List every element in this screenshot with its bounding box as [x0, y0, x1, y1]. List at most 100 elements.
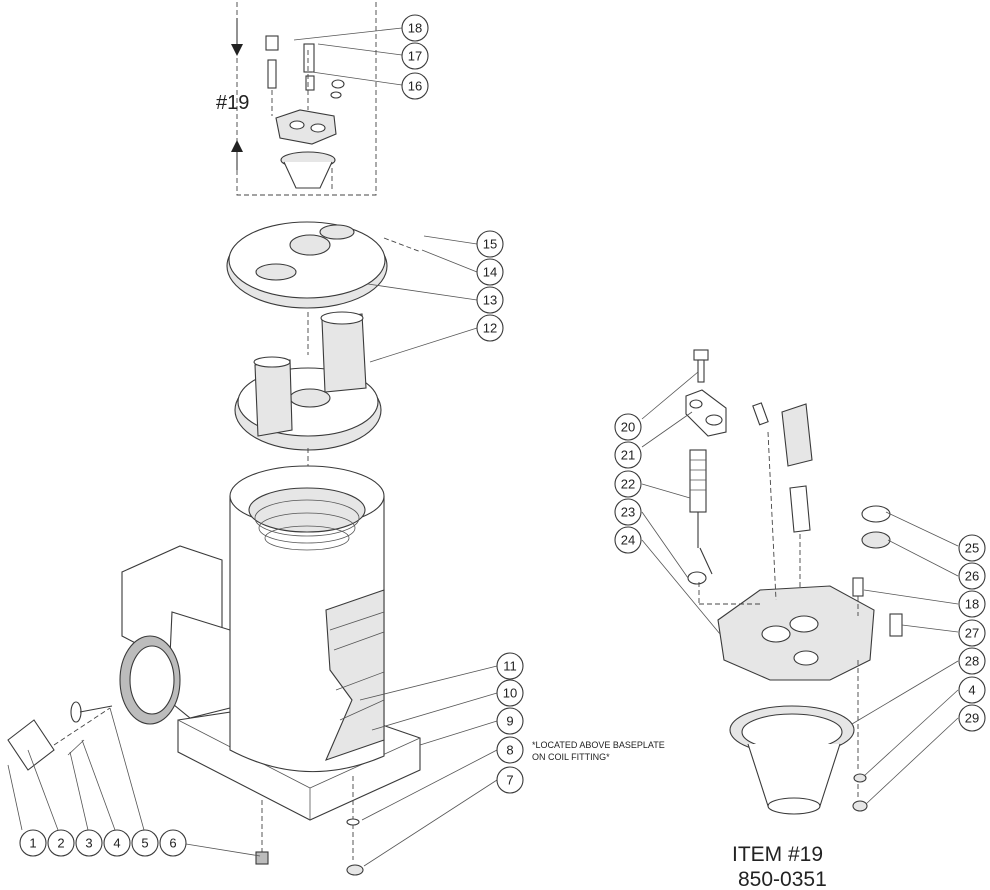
svg-text:4: 4 [113, 836, 120, 851]
callout-leaders [7, 27, 959, 867]
callout-bubble: 22 [614, 470, 642, 498]
item-nut [852, 800, 868, 812]
callout-bubble: 24 [614, 526, 642, 554]
callout-bubble: 25 [958, 534, 986, 562]
lid-screw-leader [383, 237, 422, 253]
inset-bracket [265, 35, 279, 51]
inset-plate-hole [310, 123, 326, 133]
callout-bubble: 16 [401, 72, 429, 100]
callout-bubble: 2 [47, 829, 75, 857]
bottom-nut [346, 864, 364, 876]
callout-bubble: 14 [476, 258, 504, 286]
callout-bubble: 8 [496, 736, 524, 764]
item-screw [693, 349, 709, 361]
electrode-oring [687, 571, 707, 585]
svg-text:5: 5 [141, 836, 148, 851]
callout-bubble: 11 [496, 652, 524, 680]
burner-plate [717, 585, 875, 681]
svg-text:29: 29 [965, 711, 979, 726]
electrode-threads [690, 459, 706, 491]
bolt-18 [852, 577, 864, 597]
blower-inlet-screen [129, 645, 175, 715]
sight-disc [861, 531, 891, 549]
svg-text:21: 21 [621, 448, 635, 463]
combustion-cone-bottom [767, 797, 821, 815]
inset-label: #19 [216, 92, 249, 114]
inset-filter [303, 43, 315, 73]
svg-text:1: 1 [29, 836, 36, 851]
callout-bubble: 7 [496, 766, 524, 794]
callout-bubble: 4 [103, 829, 131, 857]
svg-text:17: 17 [408, 49, 422, 64]
callout-bubble: 20 [614, 413, 642, 441]
svg-text:9: 9 [506, 714, 513, 729]
screw-part [67, 739, 85, 756]
item-screw-shank [697, 359, 705, 383]
note-line-1: *LOCATED ABOVE BASEPLATE [532, 740, 665, 750]
callout-bubble: 4 [958, 676, 986, 704]
nozzle [789, 485, 811, 533]
item-small-bolt [752, 402, 769, 426]
svg-text:13: 13 [483, 293, 497, 308]
hardware-leader [53, 707, 111, 746]
top-lid-slot [255, 263, 297, 281]
inset-electrode [267, 59, 277, 89]
svg-text:12: 12 [483, 321, 497, 336]
sight-glass-stem [79, 705, 113, 713]
up-arrow-icon [231, 140, 243, 152]
svg-text:18: 18 [965, 597, 979, 612]
baffle-tube-right [321, 313, 367, 393]
main-assembly [7, 221, 422, 876]
electrode-wire [699, 547, 713, 575]
callout-bubble: 3 [75, 829, 103, 857]
baffle-tube-left [254, 359, 293, 437]
bottom-oring [346, 818, 360, 826]
sight-glass [70, 701, 82, 723]
svg-text:8: 8 [506, 743, 513, 758]
svg-text:2: 2 [57, 836, 64, 851]
svg-text:18: 18 [408, 21, 422, 36]
callout-bubble: 5 [131, 829, 159, 857]
down-arrow-icon [231, 44, 243, 56]
top-lid-center-hole [289, 234, 331, 256]
inset-oring [331, 79, 345, 89]
bracket-hole [689, 399, 703, 409]
svg-text:10: 10 [503, 686, 517, 701]
svg-text:23: 23 [621, 505, 635, 520]
note-line-2: ON COIL FITTING* [532, 752, 610, 762]
svg-text:28: 28 [965, 654, 979, 669]
inset-plate-hole [289, 120, 305, 130]
top-lid-face [228, 221, 386, 299]
item-title-line-2: 850-0351 [738, 868, 827, 890]
burner-plate-port [761, 625, 791, 643]
svg-text:6: 6 [169, 836, 176, 851]
callout-bubble: 9 [496, 707, 524, 735]
callout-bubble: 23 [614, 498, 642, 526]
baffle-tube-top [253, 356, 291, 368]
shell-cutaway-coil [324, 589, 385, 761]
top-lid-slot [319, 224, 355, 240]
retaining-ring [861, 505, 891, 523]
foot-plug [255, 851, 269, 865]
svg-text:14: 14 [483, 265, 497, 280]
coil-ring [258, 512, 356, 544]
item-leader [767, 431, 777, 601]
callout-bubble: 18 [401, 14, 429, 42]
baffle-tube-top [320, 311, 364, 325]
inset-nozzle [305, 75, 315, 91]
callout-bubble: 28 [958, 647, 986, 675]
svg-text:27: 27 [965, 626, 979, 641]
callout-bubble: 12 [476, 314, 504, 342]
access-cover-plate [7, 719, 55, 771]
svg-text:3: 3 [85, 836, 92, 851]
item-washer [853, 773, 867, 783]
coil-ring [254, 499, 360, 537]
callout-bubble: 15 [476, 230, 504, 258]
inset-cone [283, 161, 333, 189]
callout-bubble: 6 [159, 829, 187, 857]
svg-text:15: 15 [483, 237, 497, 252]
bracket-hole [705, 414, 723, 426]
inset-19-detail: #19 [216, 2, 377, 196]
cutaway-coil-lines [329, 611, 385, 721]
baffle-center-hole [289, 388, 331, 408]
